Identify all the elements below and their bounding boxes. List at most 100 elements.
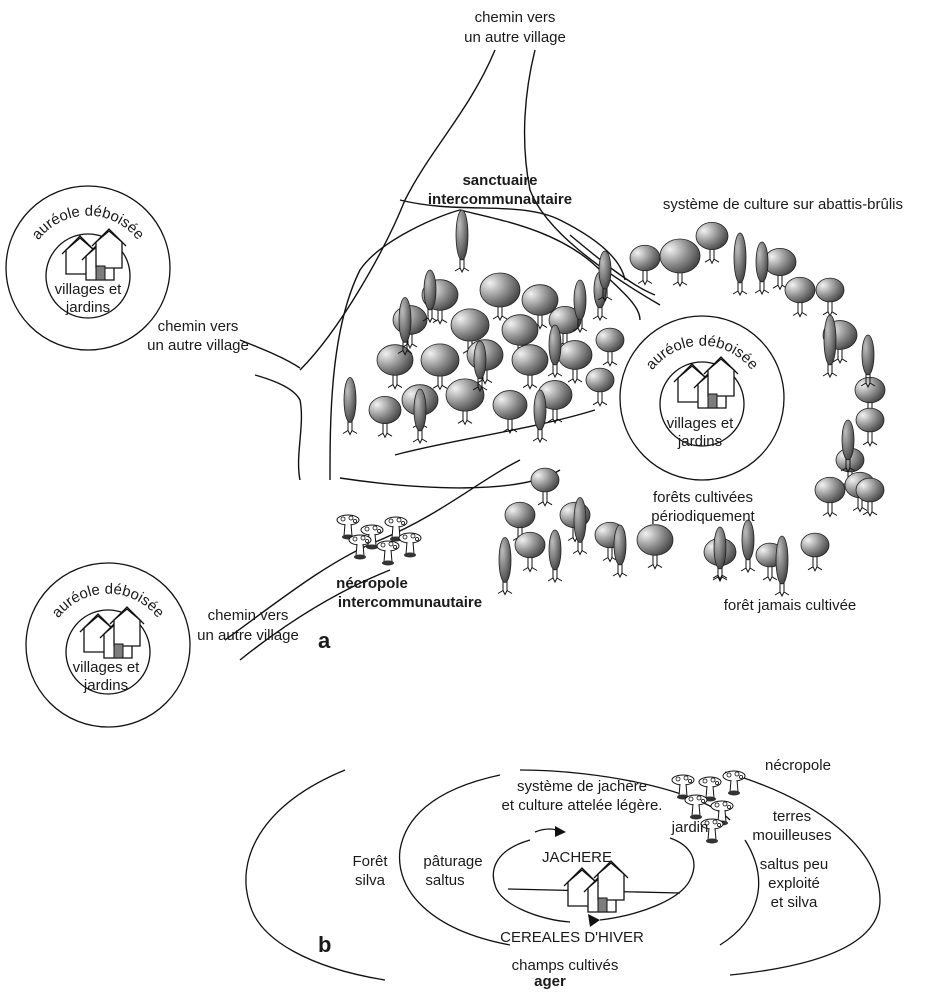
round-tree bbox=[800, 532, 830, 572]
tall-tree bbox=[547, 324, 563, 379]
round-tree bbox=[695, 221, 729, 265]
bottom-path-label-line1: chemin vers bbox=[208, 607, 289, 624]
round-tree bbox=[530, 467, 560, 507]
tall-tree bbox=[612, 524, 628, 579]
saltus-label-line3: et silva bbox=[771, 894, 818, 911]
forest-trees bbox=[342, 209, 886, 598]
left-path-label-line2: un autre village bbox=[147, 337, 249, 354]
round-tree bbox=[585, 367, 615, 407]
fallow-system-label-line1: système de jachère bbox=[517, 778, 647, 795]
round-tree bbox=[445, 378, 485, 426]
tall-tree bbox=[342, 377, 358, 436]
svg-text:auréole déboisée: auréole déboisée bbox=[48, 581, 167, 621]
round-tree bbox=[521, 284, 559, 330]
round-tree bbox=[855, 407, 885, 447]
wetlands-label-line1: terres bbox=[773, 808, 811, 825]
tall-tree bbox=[532, 389, 548, 444]
necropolis-label-line1: nécropole bbox=[336, 575, 408, 592]
round-tree bbox=[814, 476, 846, 518]
saltus-label-line1: saltus peu bbox=[760, 856, 828, 873]
round-tree bbox=[479, 272, 521, 322]
tall-tree bbox=[412, 388, 428, 445]
round-tree bbox=[815, 277, 845, 317]
ring-label: auréole déboisée bbox=[48, 581, 167, 621]
tall-tree bbox=[454, 209, 470, 274]
tall-tree bbox=[712, 526, 728, 583]
houses-icon bbox=[673, 356, 739, 409]
never-cultivated-label: forêt jamais cultivée bbox=[724, 597, 857, 614]
sanctuary-label-line1: sanctuaire bbox=[462, 172, 537, 189]
round-tree bbox=[595, 327, 625, 367]
fallow-system-label-line2: et culture attelée légère. bbox=[502, 797, 663, 814]
rotation-arrowhead-top bbox=[555, 826, 566, 837]
saltus-label-line2: exploité bbox=[768, 875, 820, 892]
tall-tree bbox=[774, 535, 790, 598]
village-ring-top-left: auréole déboisée villages et jardins bbox=[5, 185, 171, 351]
round-tree bbox=[784, 276, 816, 318]
tall-tree bbox=[597, 250, 613, 303]
ring-label: auréole déboisée bbox=[642, 333, 761, 373]
svg-text:auréole déboisée: auréole déboisée bbox=[28, 203, 147, 243]
pasture-label-line2: saltus bbox=[425, 872, 464, 889]
wetlands-label-line2: mouilleuses bbox=[752, 827, 831, 844]
periodic-forest-label-line1: forêts cultivées bbox=[653, 489, 753, 506]
necropolis-label-b: nécropole bbox=[765, 757, 831, 774]
fields-label-line2: ager bbox=[534, 973, 566, 990]
round-tree bbox=[636, 524, 674, 570]
rotation-arrowhead-bottom bbox=[588, 914, 600, 927]
svg-text:auréole déboisée: auréole déboisée bbox=[642, 333, 761, 373]
tall-tree bbox=[740, 519, 756, 574]
tall-tree bbox=[572, 279, 588, 334]
round-tree bbox=[855, 477, 885, 517]
tall-tree bbox=[422, 269, 438, 324]
village-label-line2: jardins bbox=[677, 433, 722, 450]
farm-houses-icon bbox=[563, 860, 629, 913]
village-ring-center: auréole déboisée villages et jardins bbox=[619, 315, 785, 481]
sanctuary-label-line2: intercommunautaire bbox=[428, 191, 572, 208]
fallow-label: JACHERE bbox=[542, 849, 612, 866]
village-label-line1: villages et bbox=[55, 281, 123, 298]
round-tree bbox=[368, 395, 402, 439]
tall-tree bbox=[497, 537, 513, 596]
round-tree bbox=[629, 244, 661, 286]
round-tree bbox=[514, 531, 546, 573]
panel-label-a: a bbox=[318, 628, 331, 653]
winter-cereals-label: CEREALES D'HIVER bbox=[500, 929, 644, 946]
village-label-line1: villages et bbox=[73, 659, 141, 676]
left-path-label-line1: chemin vers bbox=[158, 318, 239, 335]
bottom-path-label-line2: un autre village bbox=[197, 627, 299, 644]
panel-label-b: b bbox=[318, 932, 331, 957]
round-tree bbox=[537, 380, 573, 425]
tall-tree bbox=[572, 497, 588, 556]
village-label-line2: jardins bbox=[65, 299, 110, 316]
slash-burn-label: système de culture sur abattis-brûlis bbox=[663, 196, 903, 213]
paths-network bbox=[224, 49, 661, 661]
tall-tree bbox=[732, 232, 748, 297]
tall-tree bbox=[472, 340, 488, 393]
village-label-line1: villages et bbox=[667, 415, 735, 432]
tall-tree bbox=[860, 334, 876, 389]
tall-tree bbox=[840, 419, 856, 474]
top-path-label-line2: un autre village bbox=[464, 29, 566, 46]
round-tree bbox=[492, 390, 528, 435]
village-label-line2: jardins bbox=[83, 677, 128, 694]
tall-tree bbox=[822, 314, 838, 379]
tall-tree bbox=[754, 241, 770, 296]
ring-label: auréole déboisée bbox=[28, 203, 147, 243]
village-ring-bottom-left: auréole déboisée villages et jardins bbox=[25, 562, 191, 728]
tall-tree bbox=[547, 529, 563, 584]
periodic-forest-label-line2: périodiquement bbox=[651, 508, 755, 525]
forest-label-line2: silva bbox=[355, 872, 386, 889]
round-tree bbox=[659, 238, 701, 288]
round-tree bbox=[420, 343, 460, 391]
necropolis-label-line2: intercommunautaire bbox=[338, 594, 482, 611]
forest-label-line1: Forêt bbox=[352, 853, 388, 870]
garden-label: jardin bbox=[671, 819, 709, 836]
top-path-label-line1: chemin vers bbox=[475, 9, 556, 26]
round-tree bbox=[511, 344, 549, 390]
tall-tree bbox=[397, 297, 413, 356]
pasture-label-line1: pâturage bbox=[423, 853, 482, 870]
fields-label-line1: champs cultivés bbox=[512, 957, 619, 974]
